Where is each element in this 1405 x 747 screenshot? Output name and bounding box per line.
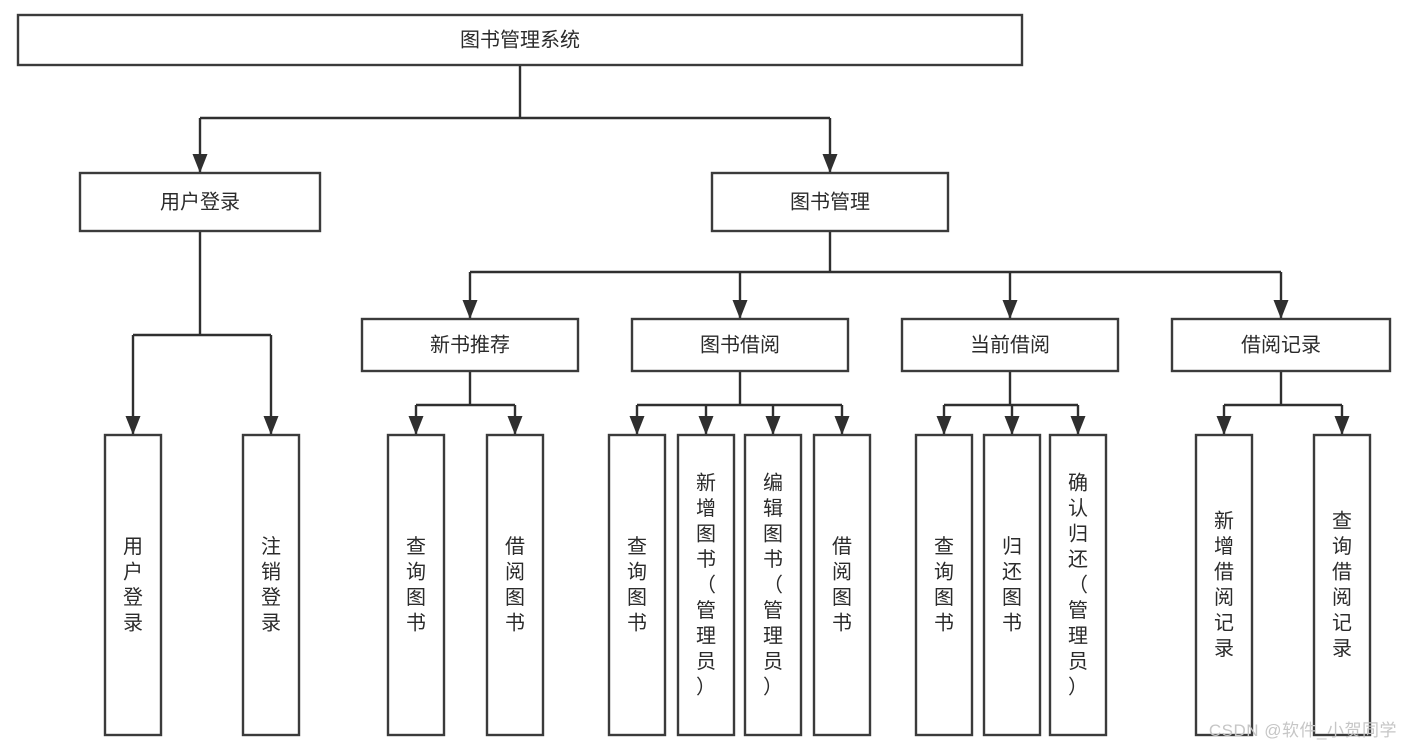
node-box-leaf-query-book-1 — [386, 433, 446, 737]
node-label-new-book-recommend: 新书推荐 — [430, 333, 510, 356]
node-box-leaf-confirm-return-admin — [1048, 433, 1108, 737]
node-leaf-user-login[interactable]: 用户登录 — [103, 433, 163, 737]
node-leaf-borrow-book-2[interactable]: 借阅图书 — [812, 433, 872, 737]
node-label-leaf-borrow-book-2: 借阅图书 — [832, 535, 852, 635]
node-box-leaf-add-book-admin — [676, 433, 736, 737]
node-box-leaf-query-book-3 — [914, 433, 974, 737]
node-label-leaf-add-borrow-record: 新增借阅记录 — [1214, 510, 1234, 661]
node-label-leaf-user-logout: 注销登录 — [261, 535, 281, 635]
node-label-book-borrow: 图书借阅 — [700, 333, 780, 356]
arrow-icon-current-borrow-1 — [1004, 416, 1020, 435]
node-leaf-query-book-2[interactable]: 查询图书 — [607, 433, 667, 737]
node-leaf-borrow-book-1[interactable]: 借阅图书 — [485, 433, 545, 737]
node-current-borrow[interactable]: 当前借阅 — [900, 317, 1120, 373]
node-leaf-add-book-admin[interactable]: 新增图书（管理员） — [676, 433, 736, 737]
arrow-icon-new-book-recommend-1 — [507, 416, 523, 435]
node-leaf-query-borrow-record[interactable]: 查询借阅记录 — [1312, 433, 1372, 737]
arrow-icon-new-book-recommend-0 — [408, 416, 424, 435]
node-label-leaf-borrow-book-1: 借阅图书 — [505, 535, 525, 635]
node-label-leaf-confirm-return-admin: 确认归还（管理员） — [1068, 471, 1088, 698]
connector-layer — [125, 65, 1350, 435]
node-label-leaf-query-borrow-record: 查询借阅记录 — [1332, 510, 1352, 661]
node-leaf-user-logout[interactable]: 注销登录 — [241, 433, 301, 737]
arrow-icon-user-login-0 — [125, 416, 141, 435]
node-box-user-login — [78, 171, 322, 233]
node-book-manage[interactable]: 图书管理 — [710, 171, 950, 233]
node-label-leaf-query-book-1: 查询图书 — [406, 535, 426, 635]
node-label-current-borrow: 当前借阅 — [970, 333, 1050, 356]
node-leaf-edit-book-admin[interactable]: 编辑图书（管理员） — [743, 433, 803, 737]
csdn-watermark: CSDN @软件_小贺同学 — [1208, 721, 1397, 740]
node-leaf-add-borrow-record[interactable]: 新增借阅记录 — [1194, 433, 1254, 737]
node-box-leaf-user-logout — [241, 433, 301, 737]
arrow-icon-borrow-record-1 — [1334, 416, 1350, 435]
arrow-icon-book-manage-0 — [462, 300, 478, 319]
node-box-new-book-recommend — [360, 317, 580, 373]
node-box-leaf-add-borrow-record — [1194, 433, 1254, 737]
arrow-icon-current-borrow-2 — [1070, 416, 1086, 435]
node-label-leaf-query-book-2: 查询图书 — [627, 535, 647, 635]
node-borrow-record[interactable]: 借阅记录 — [1170, 317, 1392, 373]
node-box-borrow-record — [1170, 317, 1392, 373]
arrow-icon-book-manage-3 — [1273, 300, 1289, 319]
node-label-leaf-return-book: 归还图书 — [1002, 535, 1022, 635]
arrow-icon-book-manage-2 — [1002, 300, 1018, 319]
node-user-login[interactable]: 用户登录 — [78, 171, 322, 233]
node-book-borrow[interactable]: 图书借阅 — [630, 317, 850, 373]
node-label-borrow-record: 借阅记录 — [1241, 333, 1321, 356]
node-root[interactable]: 图书管理系统 — [16, 13, 1024, 67]
arrow-icon-user-login-1 — [263, 416, 279, 435]
node-leaf-confirm-return-admin[interactable]: 确认归还（管理员） — [1048, 433, 1108, 737]
node-box-leaf-query-book-2 — [607, 433, 667, 737]
node-label-book-manage: 图书管理 — [790, 190, 870, 213]
node-label-root: 图书管理系统 — [460, 28, 580, 51]
arrow-icon-root-1 — [822, 154, 838, 173]
arrow-icon-book-borrow-2 — [765, 416, 781, 435]
node-label-user-login: 用户登录 — [160, 190, 240, 213]
arrow-icon-book-borrow-3 — [834, 416, 850, 435]
node-box-book-manage — [710, 171, 950, 233]
arrow-icon-current-borrow-0 — [936, 416, 952, 435]
node-box-leaf-edit-book-admin — [743, 433, 803, 737]
arrow-icon-book-manage-1 — [732, 300, 748, 319]
node-leaf-query-book-1[interactable]: 查询图书 — [386, 433, 446, 737]
node-box-root — [16, 13, 1024, 67]
node-box-leaf-borrow-book-1 — [485, 433, 545, 737]
node-label-leaf-add-book-admin: 新增图书（管理员） — [696, 471, 716, 698]
node-box-leaf-borrow-book-2 — [812, 433, 872, 737]
node-layer: 图书管理系统用户登录图书管理新书推荐图书借阅当前借阅借阅记录用户登录注销登录查询… — [16, 13, 1392, 737]
arrow-icon-borrow-record-0 — [1216, 416, 1232, 435]
node-box-book-borrow — [630, 317, 850, 373]
node-box-leaf-return-book — [982, 433, 1042, 737]
arrow-icon-root-0 — [192, 154, 208, 173]
node-leaf-return-book[interactable]: 归还图书 — [982, 433, 1042, 737]
node-leaf-query-book-3[interactable]: 查询图书 — [914, 433, 974, 737]
node-label-leaf-user-login: 用户登录 — [123, 536, 143, 635]
arrow-icon-book-borrow-1 — [698, 416, 714, 435]
node-label-leaf-query-book-3: 查询图书 — [934, 535, 954, 635]
arrow-icon-book-borrow-0 — [629, 416, 645, 435]
node-box-leaf-user-login — [103, 433, 163, 737]
node-label-leaf-edit-book-admin: 编辑图书（管理员） — [763, 471, 783, 698]
node-new-book-recommend[interactable]: 新书推荐 — [360, 317, 580, 373]
node-box-current-borrow — [900, 317, 1120, 373]
node-box-leaf-query-borrow-record — [1312, 433, 1372, 737]
